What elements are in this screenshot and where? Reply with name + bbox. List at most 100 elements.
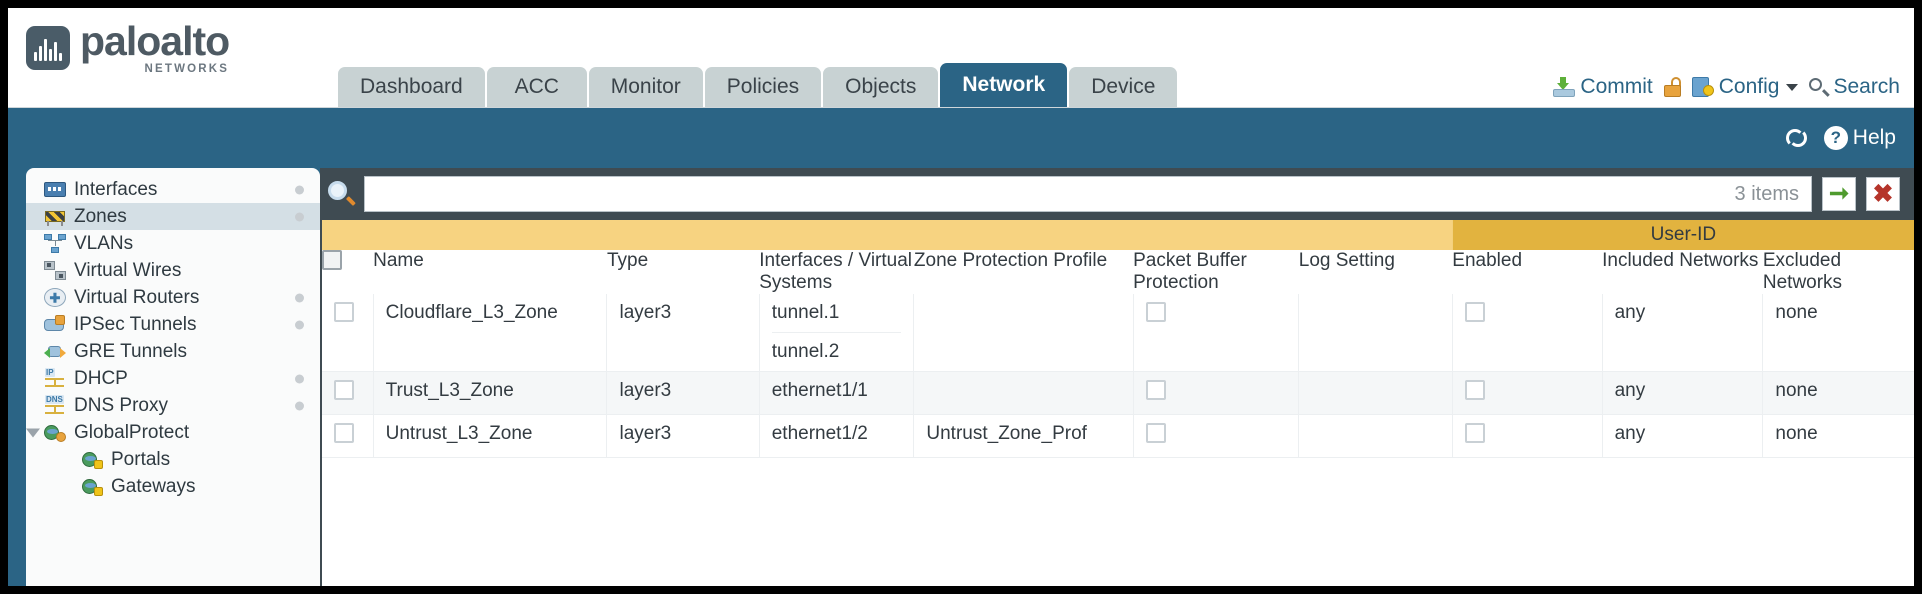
sidebar-item-gre-tunnels[interactable]: GRE Tunnels [26, 338, 320, 365]
column-header-name[interactable]: Name [373, 250, 424, 271]
interfaces-icon [44, 180, 66, 199]
chevron-down-icon[interactable] [26, 428, 40, 437]
main-content: 3 items ➞ ✖ [320, 168, 1914, 586]
tab-policies[interactable]: Policies [704, 67, 822, 107]
cell-name[interactable]: Untrust_L3_Zone [372, 414, 607, 458]
row-checkbox[interactable] [334, 423, 354, 443]
cell-name[interactable]: Trust_L3_Zone [372, 371, 607, 415]
brand-logo: paloalto NETWORKS [26, 21, 230, 75]
group-header-row: User-ID [322, 220, 1914, 250]
items-count: 3 items [1734, 182, 1799, 205]
zones-icon [44, 207, 66, 226]
table-row[interactable]: Untrust_L3_Zone layer3 ethernet1/2 Untru… [322, 414, 1914, 458]
refresh-icon[interactable] [1785, 127, 1810, 149]
sidebar-item-virtual-wires[interactable]: Virtual Wires [26, 257, 320, 284]
tab-acc[interactable]: ACC [486, 67, 587, 107]
sidebar-label-virtual-routers: Virtual Routers [74, 286, 200, 308]
sidebar-item-virtual-routers[interactable]: ✚ Virtual Routers [26, 284, 320, 311]
sub-toolbar: ? Help [8, 108, 1914, 168]
tab-device[interactable]: Device [1069, 67, 1178, 107]
row-checkbox[interactable] [334, 380, 354, 400]
sub-toolbar-actions: ? Help [1785, 126, 1896, 150]
search-button[interactable]: Search [1809, 75, 1900, 99]
cell-packet-buffer-protection [1132, 371, 1299, 415]
cell-name[interactable]: Cloudflare_L3_Zone [372, 294, 607, 372]
config-icon [1691, 77, 1714, 97]
userid-enabled-checkbox[interactable] [1464, 423, 1485, 443]
userid-enabled-checkbox[interactable] [1464, 302, 1485, 322]
close-icon: ✖ [1872, 179, 1894, 208]
commit-button[interactable]: Commit [1553, 75, 1653, 99]
header-actions: Commit Config Search [1553, 75, 1900, 99]
table-row[interactable]: Cloudflare_L3_Zone layer3 tunnel.1 tunne… [322, 294, 1914, 372]
help-icon: ? [1823, 126, 1848, 150]
column-header-included-networks[interactable]: Included Networks [1602, 250, 1759, 271]
tab-monitor[interactable]: Monitor [588, 67, 703, 107]
select-all-checkbox[interactable] [322, 250, 342, 270]
sidebar-item-vlans[interactable]: VLANs [26, 230, 320, 257]
commit-icon [1553, 77, 1576, 97]
tab-objects[interactable]: Objects [823, 67, 939, 107]
help-button[interactable]: ? Help [1823, 126, 1896, 150]
cell-packet-buffer-protection [1132, 294, 1299, 372]
config-menu[interactable]: Config [1691, 75, 1799, 99]
apply-filter-button[interactable]: ➞ [1822, 177, 1856, 211]
column-header-enabled[interactable]: Enabled [1452, 250, 1523, 271]
gateways-icon [81, 477, 103, 496]
sidebar-label-ipsec-tunnels: IPSec Tunnels [74, 313, 197, 335]
lock-button[interactable] [1663, 77, 1681, 97]
packet-buffer-protection-checkbox[interactable] [1145, 423, 1166, 443]
sidebar-item-interfaces[interactable]: Interfaces [26, 176, 320, 203]
sidebar-status-dot [295, 401, 304, 410]
portals-icon [81, 450, 103, 469]
search-icon [1809, 77, 1831, 97]
sidebar-item-ipsec-tunnels[interactable]: IPSec Tunnels [26, 311, 320, 338]
arrow-right-icon: ➞ [1828, 180, 1850, 207]
packet-buffer-protection-checkbox[interactable] [1145, 380, 1166, 400]
cell-included-networks: any [1601, 371, 1763, 415]
sidebar-label-gateways: Gateways [111, 475, 196, 497]
sidebar-status-dot [295, 293, 304, 302]
sidebar-panel: Interfaces Zones VLANs [26, 168, 320, 586]
column-header-type[interactable]: Type [606, 250, 649, 271]
sidebar-status-dot [295, 185, 304, 194]
search-filter-icon[interactable] [328, 181, 356, 207]
cell-userid-enabled [1451, 294, 1603, 372]
cell-userid-enabled [1451, 371, 1603, 415]
cell-excluded-networks: none [1762, 414, 1914, 458]
cell-userid-enabled [1451, 414, 1603, 458]
zones-table-head: User-ID Name Type Interfaces / Virtual S… [322, 220, 1914, 294]
column-header-log-setting[interactable]: Log Setting [1298, 250, 1395, 271]
sidebar-item-zones[interactable]: Zones [26, 203, 320, 230]
sidebar-item-gateways[interactable]: Gateways [26, 473, 320, 500]
help-label: Help [1852, 126, 1896, 149]
sidebar-item-portals[interactable]: Portals [26, 446, 320, 473]
tab-network[interactable]: Network [940, 63, 1068, 107]
sidebar-item-dns-proxy[interactable]: DNS DNS Proxy [26, 392, 320, 419]
cell-included-networks: any [1601, 294, 1763, 372]
cell-interfaces: ethernet1/2 [758, 414, 914, 458]
sidebar-label-dns-proxy: DNS Proxy [74, 394, 168, 416]
table-row[interactable]: Trust_L3_Zone layer3 ethernet1/1 a [322, 371, 1914, 415]
sidebar-item-dhcp[interactable]: IP DHCP [26, 365, 320, 392]
sidebar-item-globalprotect[interactable]: GlobalProtect [26, 419, 320, 446]
cell-type: layer3 [606, 414, 760, 458]
globalprotect-icon [44, 423, 66, 442]
select-all-header [322, 250, 373, 294]
packet-buffer-protection-checkbox[interactable] [1145, 302, 1166, 322]
row-checkbox[interactable] [334, 302, 354, 322]
sidebar-status-dot [295, 212, 304, 221]
ipsec-tunnels-icon [44, 315, 66, 334]
clear-filter-button[interactable]: ✖ [1866, 177, 1900, 211]
sidebar-label-gre-tunnels: GRE Tunnels [74, 340, 187, 362]
search-input[interactable]: 3 items [364, 176, 1812, 212]
userid-enabled-checkbox[interactable] [1464, 380, 1485, 400]
main-nav-tabs: Dashboard ACC Monitor Policies Objects N… [338, 63, 1179, 107]
column-header-zone-protection-profile[interactable]: Zone Protection Profile [913, 250, 1108, 271]
column-header-packet-buffer-protection[interactable]: Packet Buffer Protection [1133, 250, 1247, 293]
column-header-interfaces[interactable]: Interfaces / Virtual Systems [759, 250, 912, 293]
paloalto-logo-icon [26, 26, 70, 71]
cell-zone-protection-profile [913, 371, 1134, 415]
column-header-excluded-networks[interactable]: Excluded Networks [1762, 250, 1843, 293]
tab-dashboard[interactable]: Dashboard [338, 67, 485, 107]
